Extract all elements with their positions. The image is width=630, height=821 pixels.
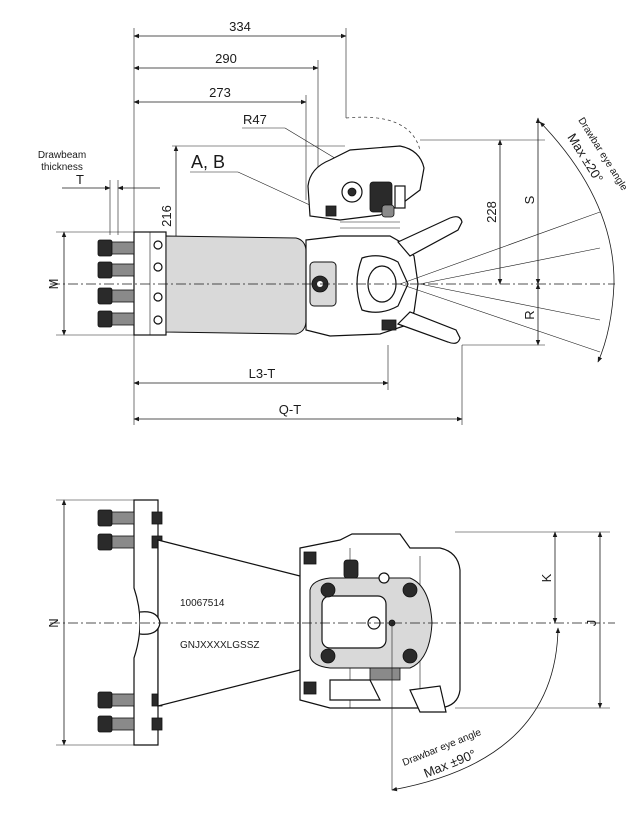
dim-l3t-label: L3-T <box>249 366 276 381</box>
label-a-b: A, B <box>191 152 225 172</box>
side-view: 334 290 273 R47 A, B 216 Drawbeam thickn… <box>38 19 629 425</box>
dim-r-label: R <box>522 310 537 319</box>
eye-angle-arc-bottom <box>391 627 561 792</box>
dim-k-label: K <box>539 573 554 582</box>
lower-handle <box>396 311 461 344</box>
upper-handle <box>397 216 463 257</box>
dim-t-label: T <box>76 172 84 187</box>
dim-j-label: J <box>584 620 599 627</box>
serial-marking: GNJXXXXLGSSZ <box>180 640 259 651</box>
drawbeam-label-1: Drawbeam <box>38 150 86 161</box>
bolt-group-side <box>97 239 163 328</box>
bolt-group-top <box>97 509 163 733</box>
coupling-upper-housing <box>307 145 425 221</box>
dim-qt-label: Q-T <box>279 402 301 417</box>
dim-216-label: 216 <box>159 205 174 227</box>
coupling-shank <box>165 235 307 335</box>
dim-r47-label: R47 <box>243 112 267 127</box>
dim-273-label: 273 <box>209 85 231 100</box>
drawbeam-label-2: thickness <box>41 162 83 173</box>
eye-angle-arc-top <box>539 121 615 363</box>
top-view: N 10067514 GNJXXXXLGSSZ <box>46 499 615 792</box>
dim-228-label: 228 <box>484 201 499 223</box>
dim-290-label: 290 <box>215 51 237 66</box>
dim-s-label: S <box>522 195 537 204</box>
dim-334-label: 334 <box>229 19 251 34</box>
part-number: 10067514 <box>180 598 225 609</box>
